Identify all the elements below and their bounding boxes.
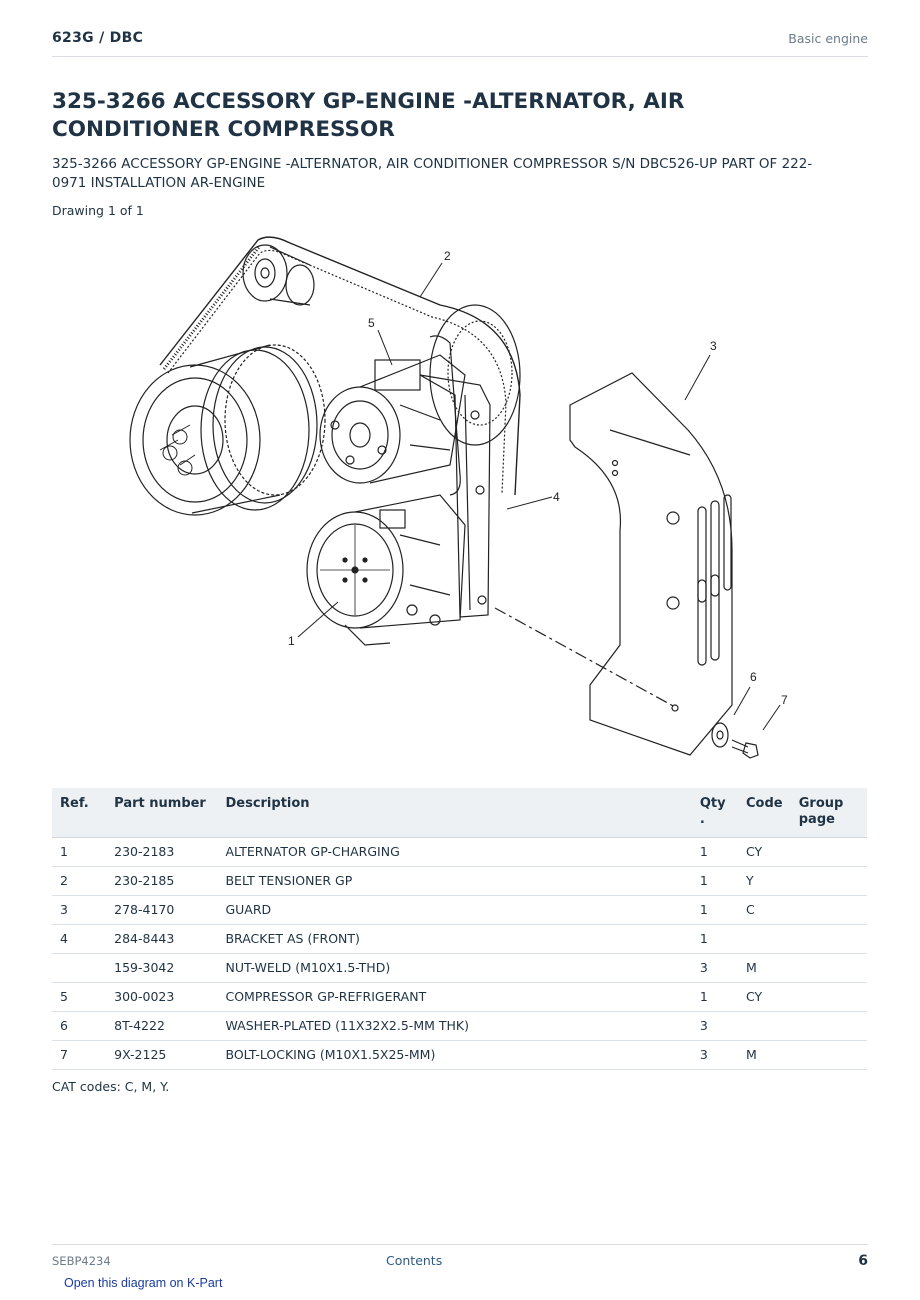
cell-code bbox=[737, 1011, 791, 1041]
crank-pulley bbox=[129, 344, 326, 516]
cell-part-number: 9X-2125 bbox=[106, 1040, 218, 1070]
header-code: Code bbox=[737, 788, 791, 838]
callout-1: 1 bbox=[288, 634, 295, 648]
cell-part-number: 8T-4222 bbox=[106, 1011, 218, 1041]
cell-description: GUARD bbox=[217, 895, 692, 925]
drawing-count: Drawing 1 of 1 bbox=[52, 203, 144, 218]
cell-qty: 1 bbox=[691, 895, 738, 925]
cell-code: CY bbox=[737, 837, 791, 867]
callout-3: 3 bbox=[710, 339, 717, 353]
table-row: 3 278-4170 GUARD 1 C bbox=[52, 895, 867, 925]
header-part-number: Part number bbox=[106, 788, 218, 838]
kpart-link[interactable]: Open this diagram on K-Part bbox=[64, 1276, 223, 1290]
cell-description: BOLT-LOCKING (M10X1.5X25-MM) bbox=[217, 1040, 692, 1070]
washer bbox=[711, 722, 729, 748]
alternator bbox=[306, 494, 466, 646]
contents-link[interactable]: Contents bbox=[386, 1253, 443, 1268]
callout-6: 6 bbox=[750, 670, 757, 684]
page-footer: SEBP4234 Contents 6 bbox=[52, 1244, 868, 1275]
cell-group-page bbox=[790, 1011, 867, 1041]
cell-qty: 1 bbox=[691, 837, 738, 867]
table-row: 5 300-0023 COMPRESSOR GP-REFRIGERANT 1 C… bbox=[52, 982, 867, 1012]
compressor bbox=[319, 354, 466, 484]
table-header-row: Ref. Part number Description Qty . Code … bbox=[52, 788, 867, 838]
cell-ref: 5 bbox=[52, 982, 107, 1012]
callout-leaders bbox=[297, 262, 781, 731]
cell-qty: 1 bbox=[691, 866, 738, 896]
table-row: 1 230-2183 ALTERNATOR GP-CHARGING 1 CY bbox=[52, 837, 867, 867]
bracket bbox=[419, 335, 491, 618]
cell-group-page bbox=[790, 1040, 867, 1070]
cell-qty: 3 bbox=[691, 1040, 738, 1070]
bolt bbox=[731, 739, 759, 759]
table-row: 4 284-8443 BRACKET AS (FRONT) 1 bbox=[52, 924, 867, 954]
header-ref: Ref. bbox=[52, 788, 107, 838]
cell-ref: 2 bbox=[52, 866, 107, 896]
cell-description: NUT-WELD (M10X1.5-THD) bbox=[217, 953, 692, 983]
header-group-page: Group page bbox=[790, 788, 867, 838]
cell-group-page bbox=[790, 924, 867, 954]
cell-description: WASHER-PLATED (11X32X2.5-MM THK) bbox=[217, 1011, 692, 1041]
header-description: Description bbox=[217, 788, 692, 838]
document-number: SEBP4234 bbox=[52, 1254, 111, 1268]
callout-7: 7 bbox=[781, 693, 788, 707]
callout-2: 2 bbox=[444, 249, 451, 263]
cell-qty: 1 bbox=[691, 982, 738, 1012]
page-header: 623G / DBC Basic engine bbox=[52, 28, 868, 57]
cell-ref bbox=[52, 953, 107, 983]
parts-diagram: 1 2 3 4 5 6 7 bbox=[120, 225, 820, 775]
callout-5: 5 bbox=[368, 316, 375, 330]
cell-qty: 1 bbox=[691, 924, 738, 954]
parts-table: Ref. Part number Description Qty . Code … bbox=[52, 788, 867, 1070]
page-subtitle: 325-3266 ACCESSORY GP-ENGINE -ALTERNATOR… bbox=[52, 156, 813, 191]
cell-part-number: 230-2185 bbox=[106, 866, 218, 896]
cell-description: COMPRESSOR GP-REFRIGERANT bbox=[217, 982, 692, 1012]
cell-code: M bbox=[737, 953, 791, 983]
cell-code bbox=[737, 924, 791, 954]
cell-group-page bbox=[790, 866, 867, 896]
tensioner-pulley bbox=[242, 244, 315, 306]
cell-group-page bbox=[790, 895, 867, 925]
callout-4: 4 bbox=[553, 490, 560, 504]
table-row: 2 230-2185 BELT TENSIONER GP 1 Y bbox=[52, 866, 867, 896]
header-qty: Qty . bbox=[691, 788, 738, 838]
cell-code: Y bbox=[737, 866, 791, 896]
guard bbox=[569, 372, 733, 756]
table-row: 6 8T-4222 WASHER-PLATED (11X32X2.5-MM TH… bbox=[52, 1011, 867, 1041]
rear-pulley bbox=[429, 304, 521, 446]
cell-ref: 4 bbox=[52, 924, 107, 954]
page-title: 325-3266 ACCESSORY GP-ENGINE -ALTERNATOR… bbox=[52, 89, 685, 142]
table-row: 159-3042 NUT-WELD (M10X1.5-THD) 3 M bbox=[52, 953, 867, 983]
cell-group-page bbox=[790, 837, 867, 867]
cell-group-page bbox=[790, 953, 867, 983]
cell-part-number: 278-4170 bbox=[106, 895, 218, 925]
cell-qty: 3 bbox=[691, 1011, 738, 1041]
cell-qty: 3 bbox=[691, 953, 738, 983]
belt bbox=[159, 236, 521, 496]
cell-ref: 6 bbox=[52, 1011, 107, 1041]
page-number: 6 bbox=[858, 1253, 868, 1269]
cell-ref: 1 bbox=[52, 837, 107, 867]
cell-part-number: 300-0023 bbox=[106, 982, 218, 1012]
cell-code: C bbox=[737, 895, 791, 925]
cell-description: BELT TENSIONER GP bbox=[217, 866, 692, 896]
table-row: 7 9X-2125 BOLT-LOCKING (M10X1.5X25-MM) 3… bbox=[52, 1040, 867, 1070]
cell-part-number: 284-8443 bbox=[106, 924, 218, 954]
cell-ref: 3 bbox=[52, 895, 107, 925]
cell-description: BRACKET AS (FRONT) bbox=[217, 924, 692, 954]
cell-code: CY bbox=[737, 982, 791, 1012]
cell-description: ALTERNATOR GP-CHARGING bbox=[217, 837, 692, 867]
section-label: Basic engine bbox=[788, 31, 868, 46]
cell-part-number: 230-2183 bbox=[106, 837, 218, 867]
assembly-line bbox=[494, 607, 676, 708]
cell-code: M bbox=[737, 1040, 791, 1070]
cell-ref: 7 bbox=[52, 1040, 107, 1070]
model-label: 623G / DBC bbox=[52, 30, 144, 46]
cat-codes-note: CAT codes: C, M, Y. bbox=[52, 1079, 170, 1094]
cell-part-number: 159-3042 bbox=[106, 953, 218, 983]
cell-group-page bbox=[790, 982, 867, 1012]
